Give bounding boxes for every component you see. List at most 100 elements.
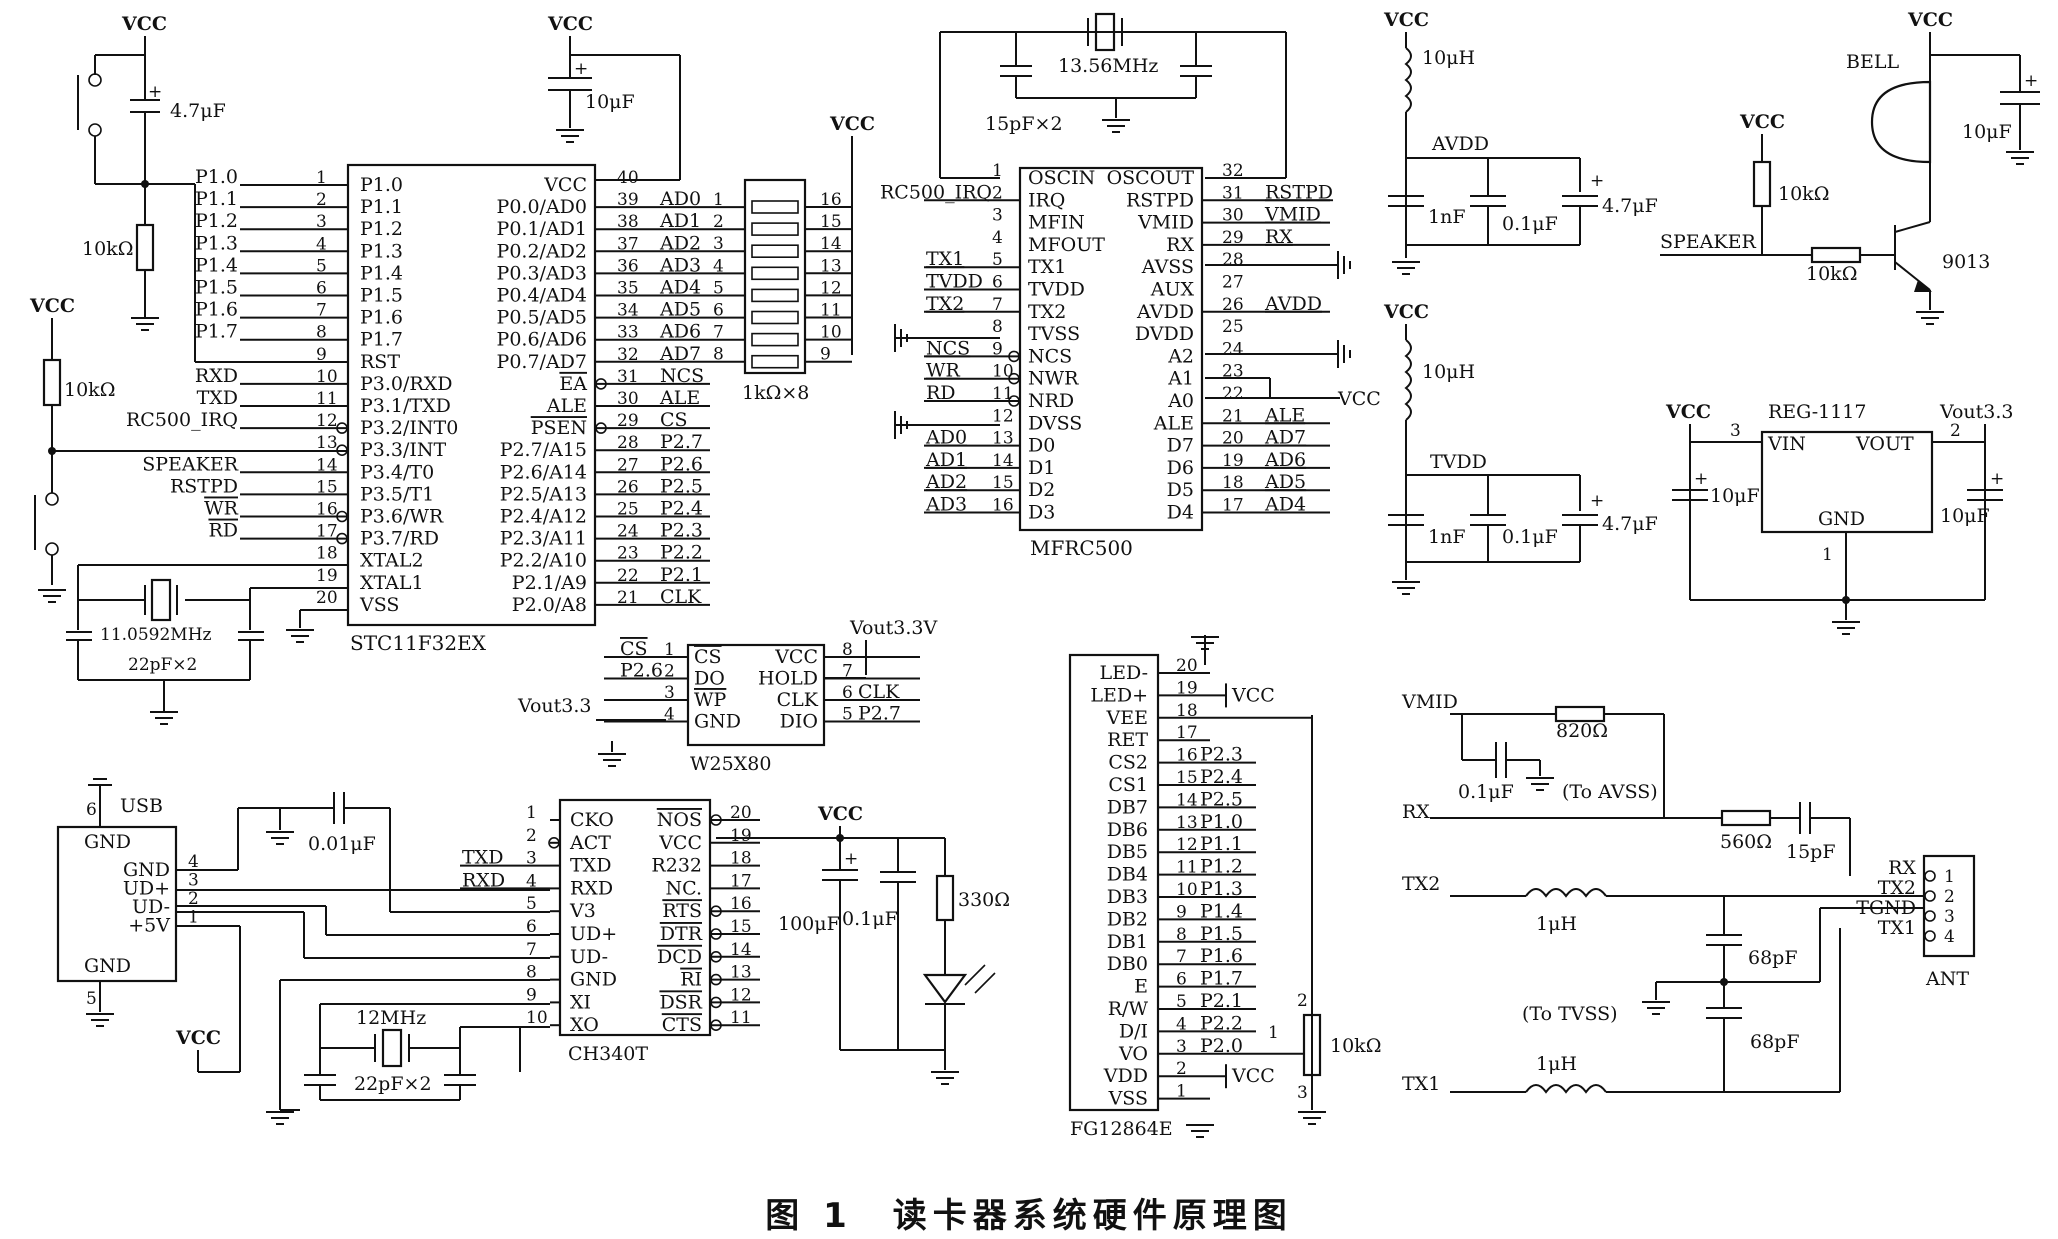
svg-text:+: + [2024, 71, 2038, 91]
lcd-vcc-label: VCC [1231, 684, 1275, 706]
rc500-pin-number: 23 [1222, 362, 1244, 382]
mcu-net-label: P2.4 [660, 498, 703, 520]
mcu-pin-name: VCC [543, 174, 587, 196]
vcc-label-speaker: VCC [1739, 111, 1785, 133]
rc500-net-label: AD2 [925, 471, 967, 493]
resnet-resistor [751, 200, 799, 214]
rc500-pin-name: D2 [1028, 479, 1055, 501]
flash-pin-number: 4 [664, 705, 675, 725]
vcc-label-mcu: VCC [547, 13, 593, 35]
mcu-net-label: SPEAKER [142, 453, 238, 475]
ant-tx1-label: TX1 [1402, 1073, 1440, 1095]
vcc-label-bell: VCC [1907, 9, 1953, 31]
lcd-pin-name: LED- [1100, 662, 1149, 684]
resnet-pin-right: 11 [820, 301, 842, 321]
ant-ind-tx2-label: 1μH [1536, 913, 1577, 935]
lcd-pin-number: 3 [1176, 1037, 1187, 1057]
mcu-pin-number: 39 [617, 190, 639, 210]
vcc-label-filter1: VCC [1383, 9, 1429, 31]
ch340-res-label: 330Ω [958, 889, 1010, 911]
mcu-pin-number: 40 [617, 168, 639, 188]
flash-vout: Vout3.3 [517, 695, 592, 717]
regulator-vout: VOUT [1855, 433, 1914, 455]
mcu-pin-name: RST [360, 351, 400, 373]
mcu-net-label: WR [204, 498, 239, 520]
rc500-pin-name: OSCIN [1028, 167, 1095, 189]
antenna-pin-bubble [1924, 910, 1936, 922]
mcu-net-label: AD1 [659, 210, 701, 232]
resnet-pin-left: 6 [713, 301, 724, 321]
rc500-pin-name: D5 [1167, 479, 1194, 501]
regulator-pin-in: 3 [1730, 421, 1741, 441]
mcu-net-label: AD2 [659, 232, 701, 254]
ant-cap-b-label: 68pF [1750, 1031, 1800, 1053]
resnet-body [743, 178, 807, 375]
lcd-pin-number: 18 [1176, 701, 1198, 721]
rc500-net-label: NCS [926, 337, 970, 359]
rc500-pin-name: VMID [1137, 212, 1194, 234]
lcd-net-label: P1.2 [1200, 856, 1243, 878]
mcu-pin-number: 13 [316, 433, 338, 453]
antenna-pin-number: 1 [1944, 867, 1955, 887]
mcu-pin-name: P3.4/T0 [360, 461, 434, 483]
ch340-pin-name: R232 [651, 855, 702, 877]
lcd-pin-name: VEE [1106, 707, 1148, 729]
mcu-net-label: P1.5 [195, 277, 238, 299]
ch340-pin-name: XI [570, 991, 591, 1013]
mcu-pin-name: VSS [359, 594, 399, 616]
resnet-resistor [751, 244, 799, 258]
lcd-pin-number: 9 [1176, 902, 1187, 922]
rc500-pin-bubble [1008, 372, 1020, 385]
mcu-pin-name: PSEN [531, 417, 587, 439]
mcu-net-label: RC500_IRQ [126, 409, 238, 431]
mcu-pin-number: 32 [617, 345, 639, 365]
mcu-pin-name: P2.1/A9 [512, 572, 587, 594]
rc500-pin-name: A1 [1167, 368, 1194, 390]
usb-pin-bottom: 5 [86, 989, 97, 1009]
lcd-pin-name: DB3 [1107, 886, 1148, 908]
mcu-net-label: RSTPD [170, 475, 238, 497]
flash-net-label: CS [620, 638, 648, 660]
rc500-pin-number: 11 [992, 384, 1014, 404]
ch340-net-label: RXD [462, 869, 505, 891]
rc500-pin-name: TX2 [1028, 301, 1066, 323]
mcu-pin-number: 22 [617, 566, 639, 586]
regulator-vin: VIN [1767, 433, 1806, 455]
lcd-net-label: P2.5 [1200, 788, 1243, 810]
regulator-vcc: VCC [1665, 401, 1711, 423]
rc500-pin-number: 7 [992, 295, 1003, 315]
lcd-net-label: P1.1 [1200, 833, 1243, 855]
vcc-label-reset: VCC [121, 13, 167, 35]
ch340-pin-name: DCD [657, 946, 702, 968]
mcu-pin-name: P0.7/AD7 [497, 351, 587, 373]
mcu-net-label: P2.2 [660, 542, 703, 564]
mcu-pin-name: P0.1/AD1 [497, 218, 587, 240]
mcu-pin-number: 33 [617, 323, 639, 343]
ind-tvdd-label: 10μH [1422, 361, 1475, 383]
lcd-pot-pin-1: 1 [1268, 1023, 1279, 1043]
usb-name: USB [120, 795, 163, 817]
inductor-tvdd [1404, 339, 1412, 421]
rc500-pin-name: MFIN [1028, 212, 1085, 234]
rc500-pin-number: 25 [1222, 317, 1244, 337]
rc500-pin-number: 16 [992, 496, 1014, 516]
rc500-net-label: AD1 [925, 449, 967, 471]
res-int [42, 358, 62, 407]
rc500-net-label: TVDD [926, 271, 983, 293]
lcd-net-label: P1.4 [1200, 900, 1243, 922]
mcu-pin-name: P2.7/A15 [500, 439, 587, 461]
rc500-left-pins: OSCIN1IRQ2RC500_IRQMFIN3MFOUT4TX15TX1TVD… [880, 161, 1105, 524]
rc500-pin-name: AUX [1150, 279, 1195, 301]
rc500-pin-number: 13 [992, 429, 1014, 449]
mcu-pin-number: 23 [617, 544, 639, 564]
regulator-name: REG-1117 [1768, 401, 1866, 423]
res-reset [135, 223, 155, 272]
antenna-pin-number: 2 [1944, 887, 1955, 907]
cap-avdd-3-label: 4.7μF [1602, 195, 1658, 217]
ant-res-vmid [1554, 705, 1606, 723]
rc500-net-label: AD4 [1264, 494, 1306, 516]
mcu-pin-name: P2.3/A11 [500, 528, 587, 550]
